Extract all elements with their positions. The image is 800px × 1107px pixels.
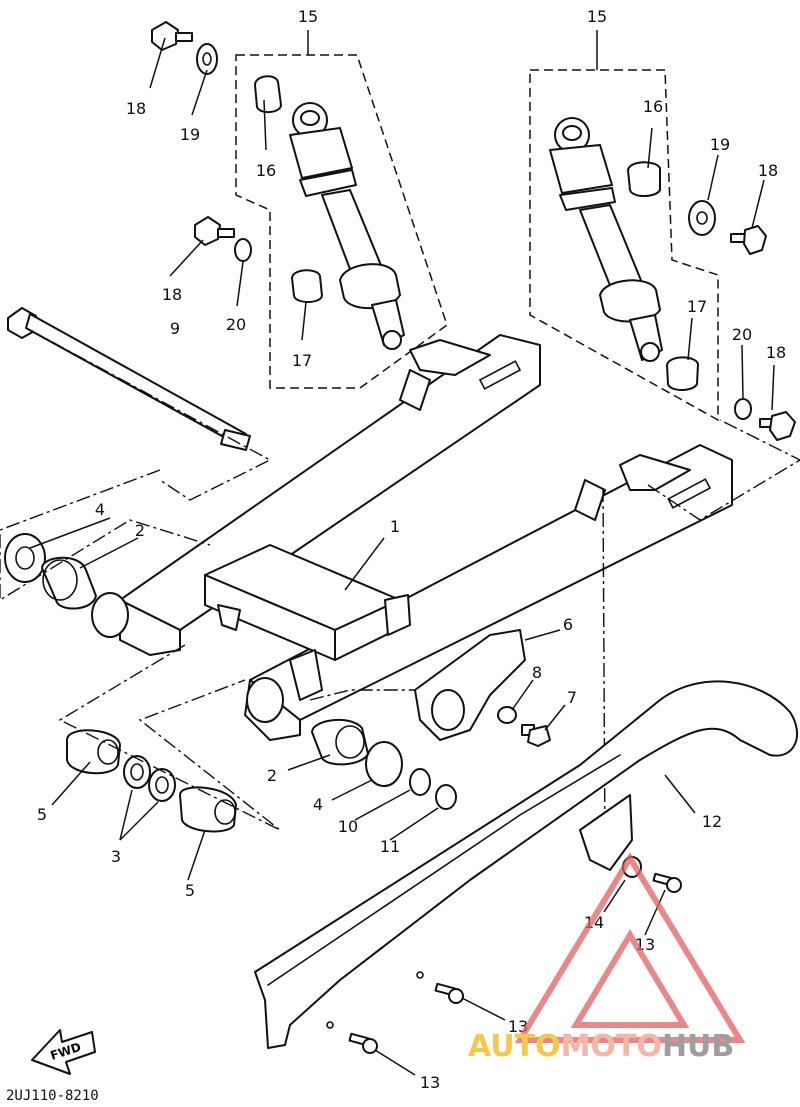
callout-17-left: 17 bbox=[292, 351, 312, 370]
bushing-2-lower bbox=[311, 718, 369, 766]
callout-10: 10 bbox=[338, 817, 358, 836]
callout-9: 9 bbox=[170, 319, 180, 338]
oil-seal-3-a bbox=[123, 755, 151, 789]
diagram-code: 2UJ110-8210 bbox=[6, 1088, 99, 1104]
callout-7: 7 bbox=[567, 688, 577, 707]
washer-19-right bbox=[688, 200, 716, 236]
oil-seal-3-b bbox=[148, 768, 176, 802]
bolt-18-top-left bbox=[151, 21, 193, 51]
collar-5-right bbox=[179, 786, 237, 833]
callout-20-right: 20 bbox=[732, 325, 752, 344]
washer-8 bbox=[497, 706, 517, 724]
collar-16-left bbox=[254, 75, 282, 113]
collar-16-right bbox=[627, 161, 661, 197]
callout-8: 8 bbox=[532, 663, 542, 682]
washer-19-top-left bbox=[196, 43, 218, 75]
callout-19-top-left: 19 bbox=[180, 125, 200, 144]
collar-17-left bbox=[291, 269, 323, 303]
watermark-triangle-inner bbox=[570, 929, 690, 1028]
chain-guard-12 bbox=[254, 680, 799, 1049]
screw-13-right bbox=[652, 872, 682, 893]
callout-17-right: 17 bbox=[687, 297, 707, 316]
watermark-triangle-outer bbox=[514, 852, 746, 1043]
washer-10 bbox=[409, 768, 431, 796]
automotohub-watermark: AUTOMOTOHUB bbox=[468, 852, 746, 1064]
collar-5-left bbox=[66, 729, 121, 775]
screw-13-lower bbox=[348, 1032, 378, 1054]
callout-18-right-lower: 18 bbox=[766, 343, 786, 362]
washer-20-mid-left bbox=[234, 238, 252, 262]
callout-5-right: 5 bbox=[185, 881, 195, 900]
callout-18-mid-left: 18 bbox=[162, 285, 182, 304]
callout-2-upper: 2 bbox=[135, 521, 145, 540]
callout-18-top-left: 18 bbox=[126, 99, 146, 118]
leader-chain-lower-right bbox=[309, 689, 470, 701]
callout-4-upper: 4 bbox=[95, 500, 105, 519]
shock-absorber-right bbox=[549, 117, 663, 362]
callout-6: 6 bbox=[563, 615, 573, 634]
callout-4-lower: 4 bbox=[313, 795, 323, 814]
bushing-2-upper bbox=[41, 556, 97, 610]
thrust-cover-4-lower bbox=[365, 741, 403, 787]
watermark-hub: HUB bbox=[662, 1029, 734, 1064]
callout-19-right: 19 bbox=[710, 135, 730, 154]
fwd-arrow-icon: FWD bbox=[31, 1029, 96, 1075]
callout-16-right: 16 bbox=[643, 97, 663, 116]
callout-2-lower: 2 bbox=[267, 766, 277, 785]
bolt-18-right-upper bbox=[730, 225, 767, 255]
thrust-cover-4-upper bbox=[4, 533, 46, 583]
watermark-auto: AUTO bbox=[468, 1029, 561, 1064]
callout-5-left: 5 bbox=[37, 805, 47, 824]
leader-chain-upper-bushings bbox=[0, 469, 211, 601]
callout-1: 1 bbox=[390, 517, 400, 536]
bracket-6 bbox=[414, 629, 526, 741]
swingarm-1 bbox=[91, 334, 733, 741]
shock-group-outline-left bbox=[235, 54, 448, 389]
callout-15-right: 15 bbox=[587, 7, 607, 26]
shock-absorber-left bbox=[289, 102, 405, 350]
callout-20-left: 20 bbox=[226, 315, 246, 334]
pivot-shaft-9 bbox=[7, 307, 251, 451]
callout-12: 12 bbox=[702, 812, 722, 831]
watermark-moto: MOTO bbox=[561, 1029, 662, 1064]
nut-7 bbox=[521, 724, 551, 747]
callout-13-lower: 13 bbox=[420, 1073, 440, 1092]
callout-3: 3 bbox=[111, 847, 121, 866]
bolt-18-right-lower bbox=[759, 411, 796, 441]
svg-text:AUTOMOTOHUB: AUTOMOTOHUB bbox=[468, 1029, 734, 1064]
leader-chain-9 bbox=[29, 329, 272, 501]
shock-group-outline-right bbox=[529, 69, 719, 422]
collar-17-right bbox=[666, 356, 699, 391]
callout-11: 11 bbox=[380, 837, 400, 856]
washer-11 bbox=[435, 784, 457, 810]
washer-20-right bbox=[734, 398, 752, 420]
callout-15-left: 15 bbox=[298, 7, 318, 26]
screw-13-middle bbox=[434, 982, 464, 1004]
leader-chain-shock-right bbox=[647, 419, 800, 521]
leader-chain-guard bbox=[602, 487, 606, 851]
leader-chain-lower-pivot bbox=[58, 644, 281, 831]
callout-18-right-upper: 18 bbox=[758, 161, 778, 180]
callout-16-left: 16 bbox=[256, 161, 276, 180]
bolt-18-mid-left bbox=[194, 216, 235, 246]
